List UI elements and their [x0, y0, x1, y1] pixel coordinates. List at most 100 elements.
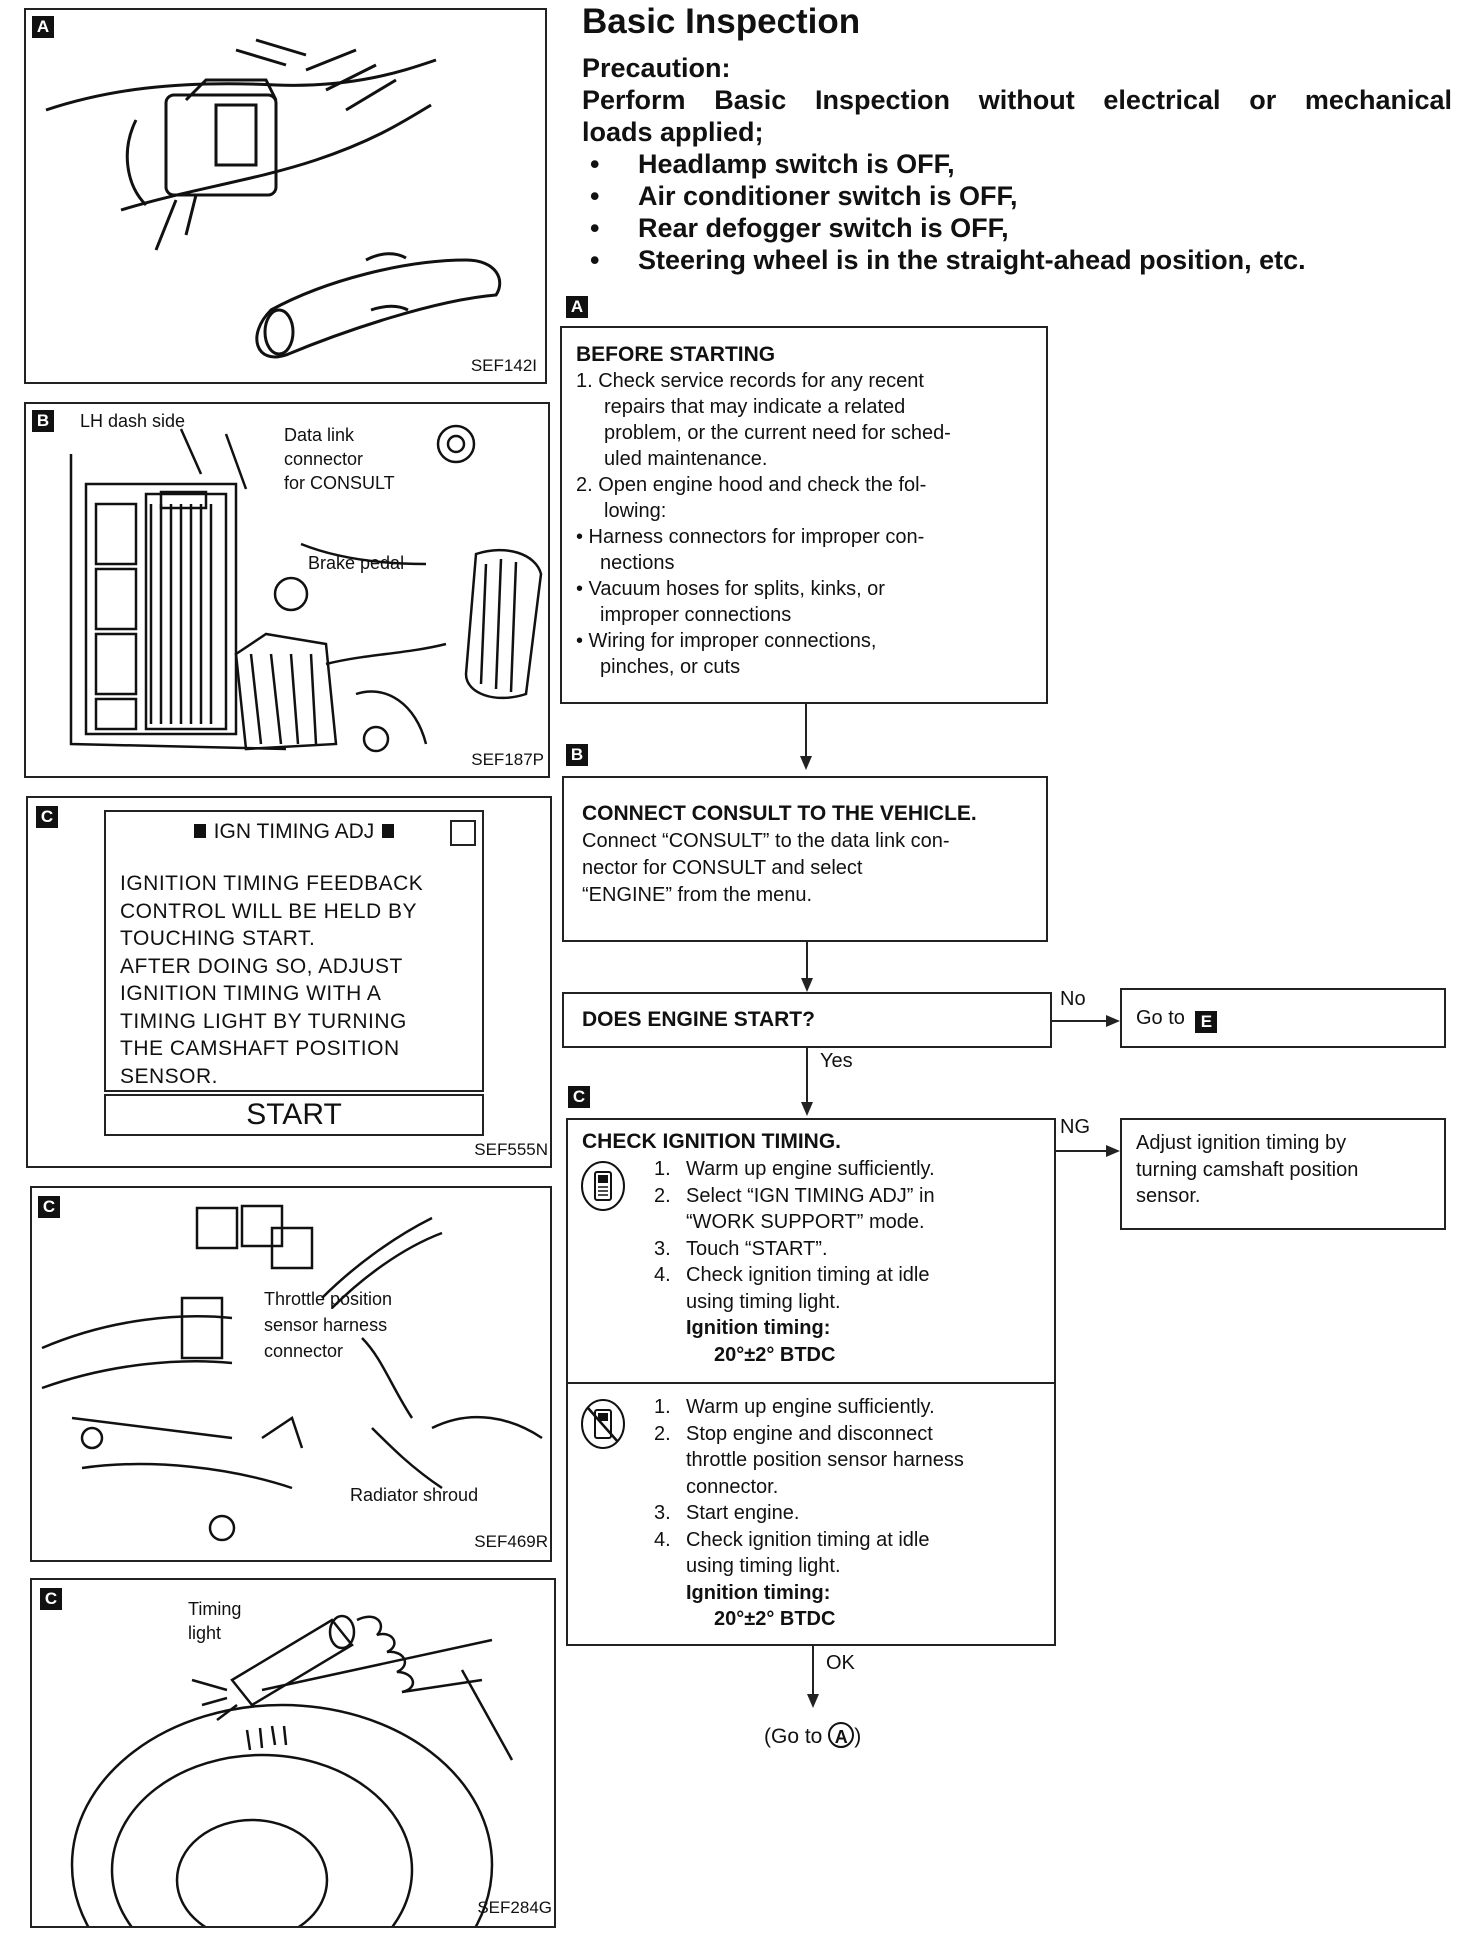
figure-tag: C [38, 1196, 60, 1218]
label-throttle-position: Throttle position [264, 1289, 393, 1309]
label-for-consult: for CONSULT [284, 473, 395, 493]
figure-code: SEF469R [474, 1532, 548, 1551]
circled-a-icon: A [828, 1722, 855, 1748]
label-lh-dash-side: LH dash side [80, 411, 186, 431]
screen-line: THE CAMSHAFT POSITION [120, 1037, 400, 1060]
square-marker-icon [193, 824, 206, 838]
screen-title-row: IGN TIMING ADJ [106, 820, 482, 844]
figure-code: SEF187P [471, 750, 544, 769]
box-body: 1. Check service records for any recent … [576, 370, 951, 678]
arrow-right-icon [1106, 1015, 1120, 1027]
screen-message: IGNITION TIMING FEEDBACK CONTROL WILL BE… [120, 870, 423, 1090]
figure-b: B LH dash side Data link connector f [24, 402, 550, 778]
box-title: DOES ENGINE START? [582, 1008, 815, 1031]
flow-connector [812, 1646, 814, 1696]
goto-tag: E [1195, 1011, 1218, 1033]
adjust-timing-box: Adjust ignition timing by turning camsha… [1120, 1118, 1446, 1230]
precaution-line2: loads applied; [582, 117, 764, 147]
precaution-bullet: •Rear defogger switch is OFF, [590, 213, 1009, 243]
precaution-bullet: •Steering wheel is in the straight-ahead… [590, 245, 1306, 275]
screen-line: SENSOR. [120, 1064, 219, 1088]
box-title: CONNECT CONSULT TO THE VEHICLE. [582, 802, 977, 825]
screen-line: TOUCHING START. [120, 927, 316, 950]
label-brake-pedal: Brake pedal [308, 553, 405, 573]
goto-text: Go to [1136, 1007, 1185, 1029]
figure-code: SEF284G [477, 1898, 552, 1917]
precaution-label: Precaution: [582, 53, 731, 83]
square-marker-icon [382, 824, 395, 838]
consult-screen: IGN TIMING ADJ IGNITION TIMING FEEDBACK … [104, 810, 484, 1092]
arrow-down-icon [801, 978, 813, 992]
screen-line: IGNITION TIMING FEEDBACK [120, 872, 424, 895]
box-body: Connect “CONSULT” to the data link con- … [582, 830, 950, 906]
timing-value: 20°±2° BTDC [714, 1608, 836, 1630]
before-starting-box: BEFORE STARTING 1. Check service records… [560, 326, 1048, 704]
figure-code: SEF142I [470, 356, 537, 375]
box-body: Adjust ignition timing by turning camsha… [1136, 1132, 1359, 1207]
timing-label: Ignition timing: [686, 1581, 831, 1604]
precaution-line1: Perform Basic Inspection without electri… [582, 85, 1452, 115]
precaution-bullet: •Headlamp switch is OFF, [590, 149, 955, 179]
figure-tag: A [32, 16, 54, 38]
figure-tag: C [40, 1588, 62, 1610]
goto-text: (Go to [764, 1725, 823, 1748]
engine-bay-illustration [41, 1204, 543, 1542]
flow-tag-a: A [566, 296, 588, 318]
box-title: BEFORE STARTING [576, 343, 776, 366]
with-consult-steps: 1.Warm up engine sufficiently. 2.Select … [654, 1156, 1054, 1368]
connect-consult-box: CONNECT CONSULT TO THE VEHICLE. Connect … [562, 776, 1048, 942]
label-timing: Timing [188, 1599, 242, 1619]
figure-tag: B [32, 410, 54, 432]
screen-checkbox[interactable] [450, 820, 476, 846]
ok-label: OK [826, 1652, 855, 1674]
flow-connector [1052, 1020, 1112, 1022]
flow-connector [1056, 1150, 1112, 1152]
figure-tag: C [36, 806, 58, 828]
flow-connector [806, 942, 808, 980]
timing-value: 20°±2° BTDC [714, 1343, 836, 1366]
no-label: No [1060, 988, 1086, 1010]
no-consult-tester-icon [581, 1399, 625, 1449]
arrow-right-icon [1106, 1145, 1120, 1157]
flow-connector [806, 1048, 808, 1104]
hose-connector-illustration [45, 38, 502, 359]
flow-tag-c: C [568, 1086, 590, 1108]
box-divider [568, 1382, 1054, 1384]
yes-label: Yes [820, 1050, 853, 1072]
figure-c-consult-screen: C IGN TIMING ADJ IGNITION TIMING FEEDBAC… [26, 796, 552, 1168]
label-light: light [188, 1623, 222, 1643]
ng-label: NG [1060, 1116, 1090, 1138]
goto-close: ) [854, 1725, 862, 1748]
label-connector: connector [284, 449, 364, 469]
goto-e-box[interactable]: Go to E [1120, 988, 1446, 1048]
precaution-bullet: •Air conditioner switch is OFF, [590, 181, 1018, 211]
label-data-link: Data link [284, 425, 355, 445]
figure-c-timing-light: C Timing light SEF284G [30, 1578, 556, 1928]
page-title: Basic Inspection [582, 2, 861, 41]
screen-line: IGNITION TIMING WITH A [120, 982, 382, 1005]
screen-line: AFTER DOING SO, ADJUST [120, 954, 403, 978]
flow-connector [805, 704, 807, 758]
figure-code: SEF555N [474, 1140, 548, 1159]
figure-c-throttle-sensor: C Throttle position sensor harness conne… [30, 1186, 552, 1562]
precaution-block: Precaution: Perform Basic Inspection wit… [582, 52, 1452, 276]
arrow-down-icon [800, 756, 812, 770]
label-connector: connector [264, 1341, 344, 1361]
timing-label: Ignition timing: [686, 1317, 831, 1339]
screen-title: IGN TIMING ADJ [213, 820, 375, 843]
engine-start-box: DOES ENGINE START? [562, 992, 1052, 1048]
start-button[interactable]: START [104, 1094, 484, 1136]
label-sensor-harness: sensor harness [264, 1315, 388, 1335]
without-consult-steps: 1.Warm up engine sufficiently. 2.Stop en… [654, 1394, 1054, 1633]
label-radiator-shroud: Radiator shroud [350, 1485, 479, 1505]
box-title: CHECK IGNITION TIMING. [582, 1130, 841, 1153]
arrow-down-icon [801, 1102, 813, 1116]
flow-tag-b: B [566, 744, 588, 766]
check-ignition-timing-box: CHECK IGNITION TIMING. 1.Warm up engine … [566, 1118, 1056, 1646]
arrow-down-icon [807, 1694, 819, 1708]
screen-line: CONTROL WILL BE HELD BY [120, 899, 418, 923]
goto-a-link[interactable]: (Go to A) [764, 1722, 861, 1749]
consult-tester-icon [581, 1161, 625, 1211]
dash-side-illustration [69, 424, 543, 753]
figure-a: A SEF142I [24, 8, 547, 384]
